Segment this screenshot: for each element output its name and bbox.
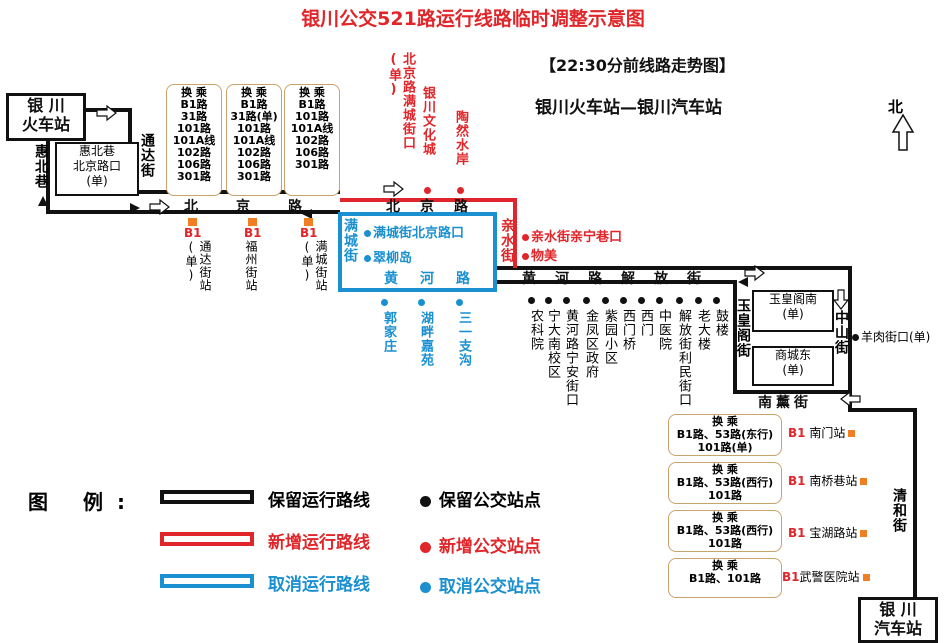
bus-stop-icon <box>188 218 197 226</box>
road-beijing-lu-new: 北京路 <box>386 199 488 215</box>
keep-stop-jiefang-limin: 解放街利民街口 <box>676 290 691 407</box>
keep-stop-jinfeng: 金凤区政府 <box>583 290 598 379</box>
legend-cancel-stop: 取消公交站点 <box>420 572 541 597</box>
bus-stop-icon <box>862 574 870 581</box>
keep-stop-laodalou: 老大楼 <box>695 290 710 351</box>
road-huibei-xiang: 惠北巷 <box>33 144 49 189</box>
direction-arrow-icon <box>96 104 861 408</box>
keep-route-east <box>497 266 917 600</box>
road-mancheng-jie: 满城街 <box>342 218 358 263</box>
cancel-stop-hupan: 湖畔嘉苑 <box>418 292 433 367</box>
new-stop-beijing-mancheng: 北京路满城街口 (单) <box>386 52 415 150</box>
direction-arrow-icon <box>38 196 748 287</box>
road-huanghe-lu-cancel: 黄河路 <box>384 271 492 287</box>
keep-stop-huanghe-ningan: 黄河路宁安街口 <box>563 290 578 407</box>
road-zhongshan-jie: 中山街 <box>833 310 849 355</box>
keep-route-loop-west <box>46 110 340 214</box>
keep-stop-ximenqiao: 西门桥 <box>620 290 635 351</box>
bus-stop-icon <box>860 530 868 537</box>
brt-station-nanqiao: B1 南桥巷站 <box>788 472 868 489</box>
legend-keep-line <box>160 490 254 504</box>
road-tongda-jie: 通达街 <box>139 133 155 178</box>
terminal-start: 银 川 火车站 <box>6 93 86 141</box>
brt-station-mancheng: B1 满城街站 (单) <box>300 218 342 292</box>
bus-stop-icon <box>304 218 313 226</box>
new-stop-taoran: 陶然水岸 <box>453 110 468 166</box>
legend-cancel-line <box>160 574 254 588</box>
new-stop-dot <box>424 180 433 199</box>
cancel-stop-mancheng-beijing: 满城街北京路口 <box>364 222 464 241</box>
keep-stop-ningda: 宁大南校区 <box>545 290 560 379</box>
keep-stop-yangrou: 羊肉街口(单) <box>852 328 930 345</box>
north-label: 北 <box>888 98 904 116</box>
road-huanghe-jiefang: 黄河路解放街 <box>522 271 720 287</box>
new-route <box>340 198 517 268</box>
road-qinghe-jie: 清和街 <box>891 488 907 533</box>
legend-title: 图 例: <box>28 490 139 514</box>
brt-station-tongda: B1 通达街站 (单) <box>184 218 226 292</box>
road-beijing-lu: 北京路 <box>184 199 340 215</box>
brt-station-nanmen: B1 南门站 <box>788 424 856 441</box>
road-nanxun-jie: 南薰街 <box>758 395 812 411</box>
new-stop-dot <box>457 180 466 199</box>
brt-station-wujing: B1武警医院站 <box>782 568 870 585</box>
new-stop-wenhuacheng: 银川文化城 <box>420 86 435 156</box>
keep-stop-ximen: 西门 <box>638 290 653 337</box>
stop-huibei-beijing: 惠北巷 北京路口 (单) <box>55 142 139 196</box>
cancel-stop-cuiliudao: 翠柳岛 <box>364 247 412 266</box>
north-arrow-icon <box>891 113 915 151</box>
subtitle: 【22:30分前线路走势图】 <box>540 56 735 75</box>
legend-new-line-label: 新增运行路线 <box>268 533 370 553</box>
legend-cancel-line-label: 取消运行路线 <box>268 575 370 595</box>
stop-shangcheng-dong: 商城东 (单) <box>752 346 834 386</box>
brt-station-baohu: B1 宝湖路站 <box>788 524 868 541</box>
brt-station-fuzhou: B1 福州街站 <box>244 218 300 292</box>
page-title: 银川公交521路运行线路临时调整示意图 <box>301 8 645 30</box>
keep-stop-zhongyiyuan: 中医院 <box>656 290 671 351</box>
legend-new-line <box>160 532 254 546</box>
keep-stop-ziyuan: 紫园小区 <box>602 290 617 365</box>
road-qinshui-jie: 亲水街 <box>499 218 515 263</box>
stop-yuhuangge-nan: 玉皇阁南 (单) <box>752 290 834 332</box>
new-stop-qinning: 亲水街亲宁巷口 <box>522 226 622 245</box>
legend-new-stop: 新增公交站点 <box>420 532 541 557</box>
bus-stop-icon <box>860 478 868 485</box>
legend-keep-stop: 保留公交站点 <box>420 486 541 511</box>
bus-stop-icon <box>848 430 856 437</box>
keep-route-east-south <box>497 280 850 394</box>
bus-stop-icon <box>248 218 257 226</box>
keep-stop-gulou: 鼓楼 <box>713 290 728 337</box>
legend-keep-line-label: 保留运行路线 <box>268 491 370 511</box>
road-yuhuangge-jie: 玉皇阁街 <box>735 298 751 358</box>
cancel-stop-guojiazhuang: 郭家庄 <box>381 292 396 353</box>
route-name: 银川火车站—银川汽车站 <box>535 98 722 118</box>
cancel-stop-sanyi: 三一支沟 <box>456 292 471 367</box>
new-stop-wumei: 物美 <box>522 245 557 264</box>
cancel-route <box>338 212 497 292</box>
terminal-end: 银 川 汽车站 <box>858 597 938 643</box>
keep-stop-nongkeyuan: 农科院 <box>528 290 543 351</box>
